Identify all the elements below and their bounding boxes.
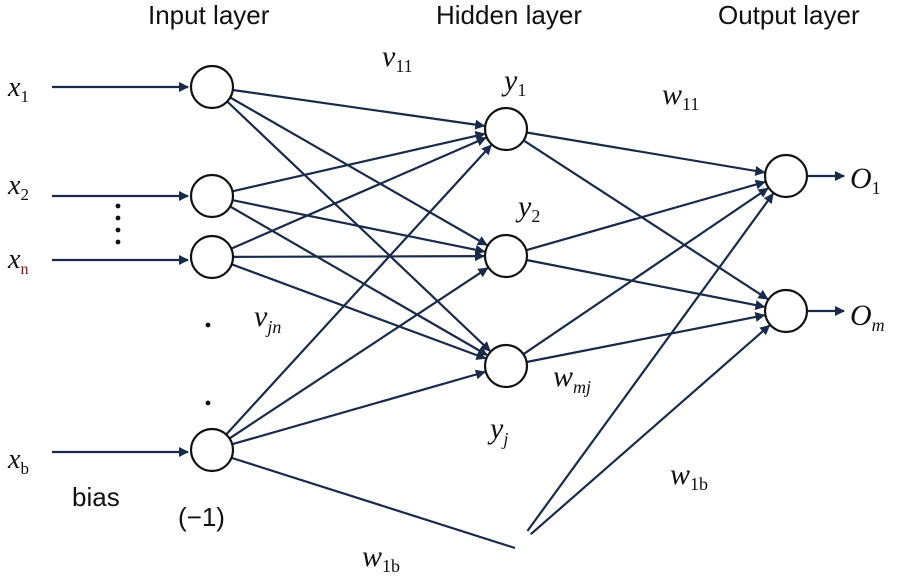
bias-path-to-junction [231,456,516,550]
ellipsis-dot [115,215,121,221]
hidden-label-yj: yj [487,412,508,449]
edge-hidden2-output1 [525,179,766,252]
heading-output-layer: Output layer [718,0,860,30]
hidden-label-y2: y2 [515,190,540,226]
hidden-node-2 [483,233,529,279]
output-node-1 [763,153,809,199]
edge-input1-hidden2 [229,96,488,246]
input-node-2 [189,173,235,219]
output-node-m [763,288,809,334]
heading-input-layer: Input layer [148,0,270,30]
input-label-xn: xn [7,244,28,278]
output-label-om: Om [850,299,885,335]
hidden-node-j [483,343,529,389]
weight-label-vjn: vjn [254,300,281,337]
bias-value: (−1) [178,502,225,532]
edge-hidden2-output2 [526,258,766,310]
edge-hidden1-output1 [526,131,766,176]
edge-input3-hidden3 [231,263,487,360]
hidden-label-y1: y1 [501,64,526,100]
ellipsis-dot [115,227,121,233]
edge-input3-hidden1 [230,136,487,250]
edge-input4-hidden3 [231,369,486,446]
ellipsis-dot [115,203,121,209]
heading-hidden-layer: Hidden layer [436,0,582,30]
edge-hidden3-output2 [526,312,766,364]
edge-bias-output2 [530,324,771,536]
edge-input4-hidden1 [225,144,492,436]
input-label-xb: xb [7,444,29,478]
edge-input4-hidden2 [228,267,489,440]
ellipsis-dot [205,322,211,328]
input-label-x2: x2 [7,170,29,204]
ellipsis-dot [115,239,121,245]
edge-hidden1-output2 [523,139,769,300]
edge-input3-hidden2 [232,251,485,262]
edge-input2-hidden1 [232,131,486,193]
input-label-x1: x1 [7,72,29,106]
bias-label: bias [72,482,120,512]
weight-label-w1b-right: w1b [670,458,708,494]
edge-input2-hidden2 [232,199,486,255]
connection-edges [225,88,774,550]
edge-bias-output1 [526,192,774,532]
input-node-bias [189,427,235,473]
input-node-n [189,234,235,280]
weight-label-w1b-bottom: w1b [362,540,400,576]
input-node-1 [189,64,235,110]
weight-label-wmj: wmj [553,360,591,397]
ellipsis-dot [205,400,211,406]
weight-label-w11: w11 [662,78,699,114]
hidden-node-1 [483,106,529,152]
output-label-o1: O1 [850,162,881,198]
weight-label-v11: v11 [382,40,413,76]
edge-input1-hidden1 [232,88,486,130]
edge-hidden3-output1 [522,187,769,356]
